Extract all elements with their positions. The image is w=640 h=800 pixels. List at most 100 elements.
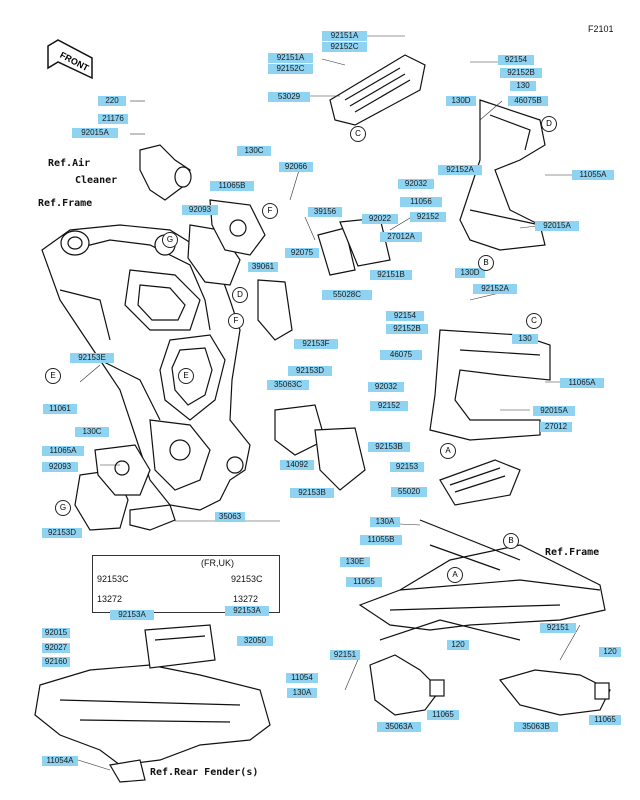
part-label: 92153A: [110, 610, 154, 620]
part-label: 130D: [446, 96, 476, 106]
part-label: 46075: [380, 350, 422, 360]
part-label: 11065A: [560, 378, 604, 388]
duct-cover-lower: [74, 444, 151, 531]
part-label: 92015A: [533, 406, 575, 416]
part-label: 27012A: [380, 232, 422, 242]
part-label: 35063B: [514, 722, 558, 732]
part-label: 92152C: [268, 64, 313, 74]
part-label: 11065: [589, 715, 621, 725]
note-left-code-2: 13272: [97, 594, 123, 604]
part-label: 130E: [340, 557, 370, 567]
part-label: 92151A: [268, 53, 313, 63]
air-cleaner-duct: [139, 144, 192, 201]
part-label: 11055B: [360, 535, 402, 545]
part-label: 92153A: [225, 606, 269, 616]
part-label: 92160: [42, 657, 70, 667]
part-label: 92151A: [322, 31, 367, 41]
part-label: 11056: [400, 197, 442, 207]
callout-e: E: [45, 368, 61, 384]
part-label: 130C: [237, 146, 271, 156]
part-label: 92154: [498, 55, 534, 65]
part-label: 130A: [370, 517, 400, 527]
front-arrow-icon: FRONT: [47, 39, 93, 80]
part-label: 130: [510, 81, 536, 91]
part-label: 92153B: [368, 442, 410, 452]
part-label: 92015A: [535, 221, 579, 231]
ref-air-cleaner-line2: Cleaner: [75, 175, 118, 186]
ref-air-cleaner-line1: Ref.Air: [48, 158, 91, 169]
note-right-code-2: 13272: [233, 594, 259, 604]
part-label: 92152: [410, 212, 446, 222]
lower-brackets: [369, 654, 611, 716]
part-label: 53029: [268, 92, 310, 102]
part-label: 92153B: [290, 488, 334, 498]
callout-d: D: [232, 287, 248, 303]
part-label: 11065A: [42, 446, 84, 456]
callout-a: A: [440, 443, 456, 459]
callout-b: B: [503, 533, 519, 549]
part-label: 92075: [285, 248, 319, 258]
part-label: 21176: [98, 114, 128, 124]
rear-fender-tray: [34, 624, 271, 783]
callout-g: G: [55, 500, 71, 516]
callout-b: B: [478, 255, 494, 271]
part-label: 11054: [286, 673, 318, 683]
part-label: 130D: [455, 268, 485, 278]
callout-c: C: [350, 126, 366, 142]
part-label: 11055A: [572, 170, 614, 180]
part-label: 35063: [215, 512, 245, 522]
duct-cover-upper: [187, 199, 266, 286]
part-label: 11061: [43, 404, 77, 414]
part-label: 92093: [182, 205, 218, 215]
part-label: 92027: [42, 643, 70, 653]
part-label: 92022: [362, 214, 398, 224]
ref-frame-right: Ref.Frame: [545, 547, 600, 558]
footpeg-a: [439, 459, 521, 506]
part-label: 220: [98, 96, 126, 106]
note-right-code-1: 92153C: [231, 574, 263, 584]
part-label: 92153E: [70, 353, 114, 363]
side-panels: [129, 217, 391, 531]
part-label: 92153: [390, 462, 424, 472]
part-label: 92152A: [438, 165, 482, 175]
bracket-c: [429, 329, 551, 441]
part-label: 92152B: [386, 324, 428, 334]
note-left-code-1: 92153C: [97, 574, 129, 584]
fr-uk-note-box: (FR,UK) 92153C 13272 92153C 13272: [92, 555, 280, 613]
part-label: 92152A: [473, 284, 517, 294]
part-label: 92153F: [294, 339, 338, 349]
part-label: 11065: [427, 710, 459, 720]
callout-f: F: [228, 313, 244, 329]
part-label: 35063C: [267, 380, 309, 390]
rear-subframe: [358, 519, 606, 641]
part-label: 35063A: [377, 722, 421, 732]
part-label: 120: [599, 647, 621, 657]
part-label: 92153D: [42, 528, 82, 538]
part-label: 14092: [280, 460, 314, 470]
part-label: 92151B: [370, 270, 412, 280]
part-label: 130: [512, 334, 538, 344]
ref-rear-fender: Ref.Rear Fender(s): [150, 767, 259, 778]
part-label: 92154: [386, 311, 424, 321]
part-label: 11065B: [210, 181, 254, 191]
part-label: 46075B: [508, 96, 548, 106]
footpeg-c: [329, 54, 426, 126]
part-label: 130C: [75, 427, 109, 437]
part-label: 130A: [287, 688, 317, 698]
ref-frame-left: Ref.Frame: [38, 198, 93, 209]
part-label: 92153D: [288, 366, 332, 376]
part-label: 55028C: [322, 290, 372, 300]
part-label: 120: [447, 640, 469, 650]
part-label: 92015A: [72, 128, 118, 138]
figure-code: F2101: [588, 24, 614, 34]
part-label: 11054A: [42, 756, 78, 766]
part-label: 32050: [237, 636, 273, 646]
part-label: 92152: [370, 401, 408, 411]
callout-c: C: [526, 313, 542, 329]
callout-a: A: [447, 567, 463, 583]
part-label: 27012: [540, 422, 572, 432]
part-label: 39156: [308, 207, 342, 217]
part-label: 92066: [279, 162, 313, 172]
part-label: 92032: [368, 382, 404, 392]
part-label: 92152B: [500, 68, 542, 78]
